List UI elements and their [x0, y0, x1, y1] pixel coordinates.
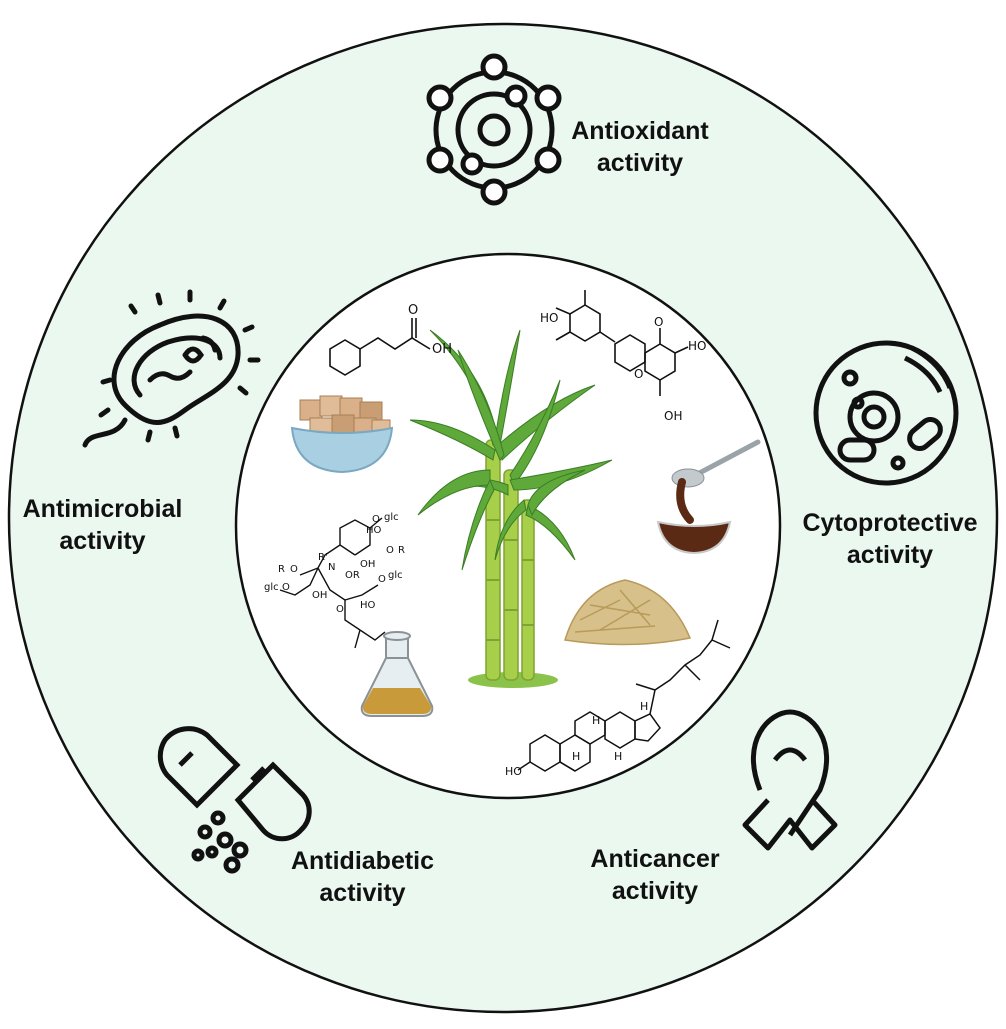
- cinnamic-o-label: O: [408, 303, 418, 318]
- label-antioxidant: Antioxidant activity: [565, 115, 715, 179]
- cell-icon: [813, 340, 959, 486]
- label-antidiabetic-line1: Antidiabetic: [290, 847, 435, 875]
- glycoside-label-0: O: [372, 514, 380, 525]
- molecule-orbit-icon: [426, 53, 562, 206]
- label-antioxidant-line1: Antioxidant: [571, 117, 709, 145]
- capsule-pill-icon: [157, 726, 312, 874]
- glycoside-label-10: OR: [345, 570, 360, 581]
- glycoside-label-9: OH: [360, 559, 375, 570]
- cinnamic-acid-structure: [329, 318, 431, 376]
- glycoside-label-13: glc: [388, 570, 403, 581]
- glycoside-label-1: glc: [384, 512, 399, 523]
- flavone-ho-2: HO: [688, 339, 706, 353]
- glycoside-label-12: O: [282, 582, 290, 593]
- sterol-h-1: H: [592, 714, 600, 727]
- glycoside-label-6: R: [278, 564, 285, 575]
- label-anticancer-line2: activity: [611, 877, 699, 905]
- label-cytoprotective-line2: activity: [846, 541, 934, 569]
- flavone-ho-1: HO: [540, 311, 558, 325]
- glycoside-label-2: HO: [366, 525, 382, 536]
- glycoside-label-5: R': [318, 552, 328, 563]
- label-anticancer: Anticancer activity: [570, 843, 740, 907]
- label-antimicrobial-line2: activity: [59, 527, 146, 555]
- bacterium-icon: [82, 289, 261, 448]
- bagasse-pile-icon: [564, 579, 692, 646]
- glycoside-label-8: N: [328, 562, 335, 573]
- glycoside-label-4: R: [398, 545, 405, 556]
- glycoside-label-14: O: [378, 574, 386, 585]
- molasses-spoon-icon: [656, 439, 761, 555]
- sterol-h-3: H: [572, 750, 580, 763]
- cinnamic-oh-label: OH: [432, 342, 452, 357]
- label-antimicrobial-line1: Antimicrobial: [22, 495, 183, 523]
- sterol-ho: HO: [505, 765, 522, 778]
- flavone-oh: OH: [664, 409, 682, 423]
- extract-flask-icon: [360, 631, 434, 717]
- flavone-o-1: O: [654, 315, 663, 329]
- glycoside-label-11: glc: [264, 582, 279, 593]
- label-cytoprotective-line1: Cytoprotective: [802, 509, 978, 537]
- glycoside-label-15: HO: [360, 600, 376, 611]
- sugar-cubes-bowl-icon: [290, 395, 394, 474]
- label-antidiabetic-line2: activity: [319, 879, 406, 907]
- label-antioxidant-line2: activity: [596, 149, 684, 177]
- glycoside-label-17: O: [336, 604, 344, 615]
- flavone-o-2: O: [634, 367, 643, 381]
- awareness-ribbon-icon: [742, 709, 838, 851]
- label-antimicrobial: Antimicrobial activity: [10, 493, 195, 557]
- glycoside-structure: [279, 517, 386, 649]
- sterol-h-4: H: [614, 750, 622, 763]
- label-cytoprotective: Cytoprotective activity: [790, 507, 990, 571]
- glycoside-label-7: O: [290, 564, 298, 575]
- sterol-structure: [517, 619, 731, 772]
- sterol-h-2: H: [640, 700, 648, 713]
- sugarcane-plant-icon: [409, 329, 613, 688]
- label-antidiabetic: Antidiabetic activity: [275, 845, 450, 909]
- flavone-structure: [555, 290, 689, 396]
- glycoside-label-3: O: [386, 545, 394, 556]
- glycoside-label-16: OH: [312, 590, 327, 601]
- label-anticancer-line1: Anticancer: [590, 845, 720, 873]
